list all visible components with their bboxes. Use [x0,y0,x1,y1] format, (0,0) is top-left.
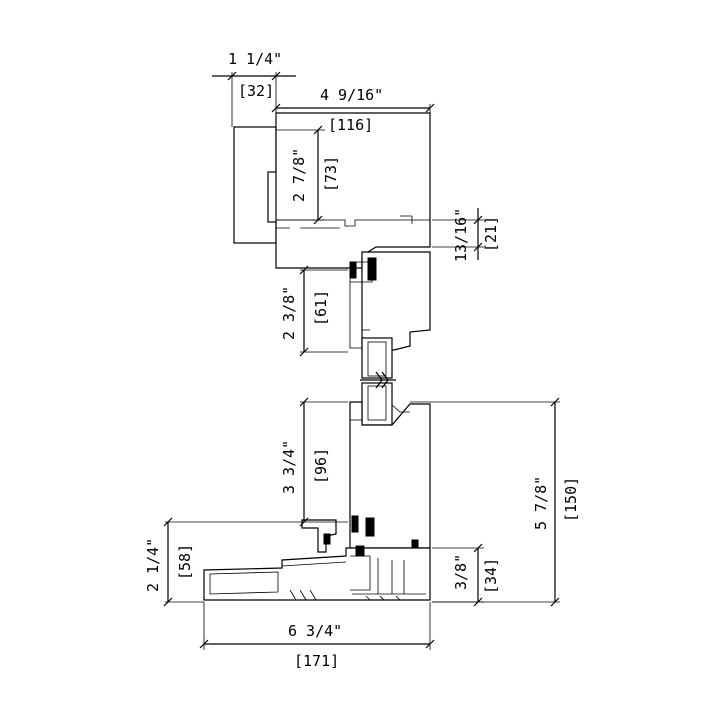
dimension-labels: 1 1/4" [32] 4 9/16" [116] 2 7/8" [73] 13… [144,50,580,670]
sill-section [203,519,431,601]
dim-head-projection-metric: [32] [238,82,274,100]
dim-overall-depth-bottom-metric: [171] [294,652,339,670]
dim-head-height-metric: [73] [322,156,340,192]
dim-overall-depth-top-imperial: 4 9/16" [320,86,383,104]
dim-bottom-assembly-imperial: 5 7/8" [532,476,550,530]
dim-sill-step-imperial: 3/8" [452,554,470,590]
dimension-lines [163,71,560,650]
dim-top-sash-rail-metric: [61] [312,290,330,326]
dim-bottom-sash-rail-imperial: 3 3/4" [280,440,298,494]
dim-head-height-imperial: 2 7/8" [290,148,308,202]
dim-sill-height-metric: [58] [176,544,194,580]
dim-bottom-sash-rail-metric: [96] [312,448,330,484]
glazing-unit [360,337,396,426]
dim-sill-height-imperial: 2 1/4" [144,538,162,592]
dim-top-sash-rail-imperial: 2 3/8" [280,286,298,340]
dim-head-offset-metric: [21] [482,216,500,252]
bottom-sash-rail [349,401,431,549]
top-sash-rail [349,251,431,351]
dim-head-projection-imperial: 1 1/4" [228,50,282,68]
head-frame-section [233,112,431,269]
dim-overall-depth-bottom-imperial: 6 3/4" [288,622,342,640]
dim-head-offset-imperial: 13/16" [452,208,470,262]
dim-bottom-assembly-metric: [150] [562,477,580,522]
dim-sill-step-metric: [34] [482,558,500,594]
dim-overall-depth-top-metric: [116] [328,116,373,134]
